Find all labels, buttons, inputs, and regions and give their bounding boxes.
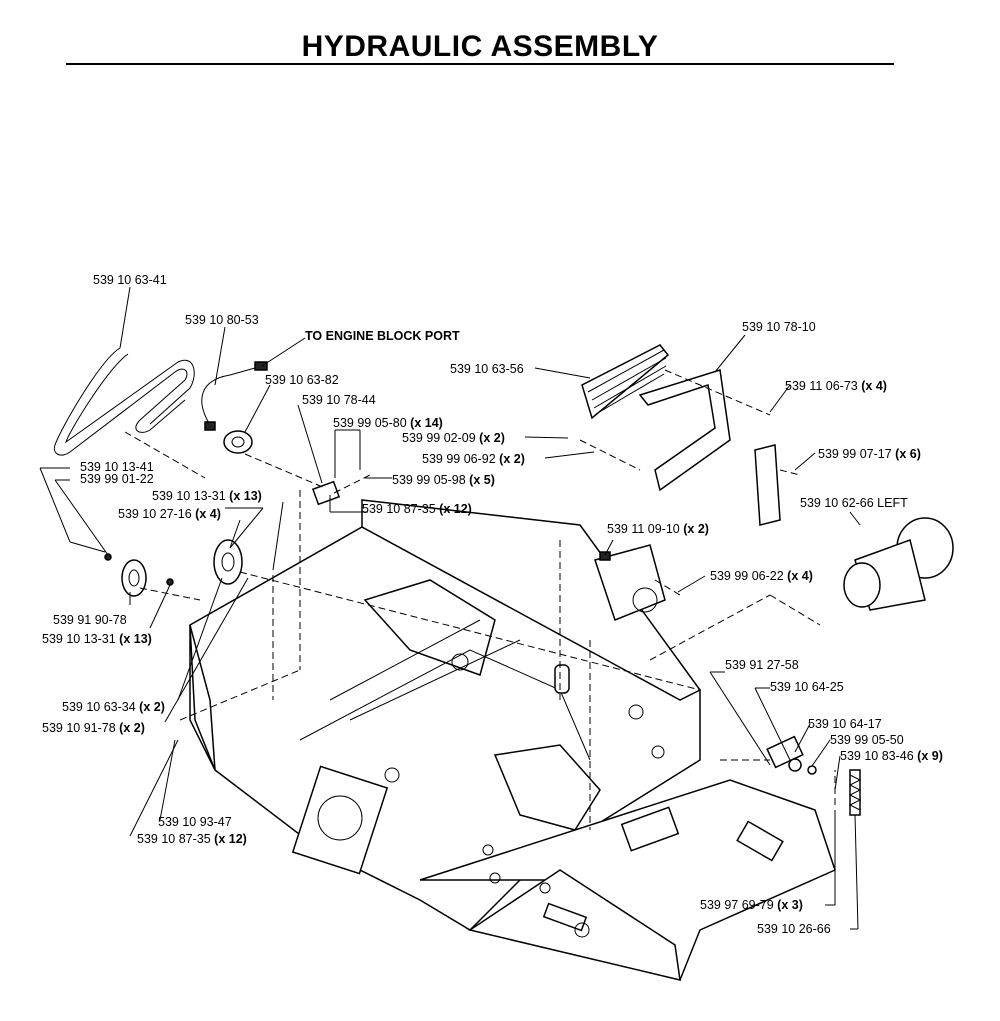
- callout-bolt-12b: 539 10 87-35 (x 12): [137, 832, 247, 846]
- wheel-motor: [843, 517, 954, 611]
- tension-spring: [848, 769, 862, 816]
- chassis-frame: [189, 499, 836, 982]
- callout-spring: 539 10 26-66: [757, 922, 831, 936]
- callout-screw-4b: 539 99 06-22 (x 4): [710, 569, 813, 583]
- hose-line: [201, 361, 268, 431]
- callout-pulley-2: 539 10 63-34 (x 2): [62, 700, 165, 714]
- callout-nut-6: 539 99 07-17 (x 6): [818, 447, 921, 461]
- filter-part: [223, 430, 253, 454]
- callout-filter: 539 10 63-82: [265, 373, 339, 387]
- callout-bolt-a: 539 10 13-41: [80, 460, 154, 474]
- callout-bolt-12: 539 10 87-35 (x 12): [362, 502, 472, 516]
- callout-washer-13b: 539 10 13-31 (x 13): [42, 632, 152, 646]
- callout-washer-13a: 539 10 13-31 (x 13): [152, 489, 262, 503]
- callout-washer-b: 539 99 05-50: [830, 733, 904, 747]
- callout-idler-pulley: 539 10 64-25: [770, 680, 844, 694]
- callout-idler-bushing: 539 10 64-17: [808, 717, 882, 731]
- callout-belt: 539 10 63-41: [93, 273, 167, 287]
- callout-hose: 539 10 80-53: [185, 313, 259, 327]
- page-title: HYDRAULIC ASSEMBLY: [301, 30, 659, 63]
- bracket-part: [311, 480, 341, 506]
- cooler-bracket: [638, 369, 781, 526]
- callout-fitting-2a: 539 99 02-09 (x 2): [402, 431, 505, 445]
- callout-fitting-2b: 539 99 06-92 (x 2): [422, 452, 525, 466]
- drive-belt: [53, 347, 195, 456]
- callout-pump: 539 11 09-10 (x 2): [607, 522, 709, 536]
- title-underline: [66, 63, 894, 65]
- callout-cooler-bracket: 539 10 78-10: [742, 320, 816, 334]
- leader-lines: [39, 286, 861, 930]
- dashed-assembly-lines: [124, 369, 836, 830]
- oil-cooler: [581, 344, 670, 420]
- callout-small-pulley: 539 91 90-78: [53, 613, 127, 627]
- idler-assembly: [766, 735, 817, 775]
- callout-pulley-4: 539 10 27-16 (x 4): [118, 507, 221, 521]
- callout-wheel-motor: 539 10 62-66 LEFT: [800, 496, 908, 510]
- callout-bolt-14: 539 99 05-80 (x 14): [333, 416, 443, 430]
- callout-washer-a: 539 99 01-22: [80, 472, 154, 486]
- engine-port-note: TO ENGINE BLOCK PORT: [305, 329, 460, 343]
- hydraulic-pump: [594, 544, 666, 621]
- callout-nut-5: 539 99 05-98 (x 5): [392, 473, 495, 487]
- pulley-assembly: [69, 539, 243, 597]
- callout-idler-arm: 539 91 27-58: [725, 658, 799, 672]
- callout-oil-cooler: 539 10 63-56: [450, 362, 524, 376]
- callout-screw-4: 539 11 06-73 (x 4): [785, 379, 887, 393]
- callout-spacer-2: 539 10 91-78 (x 2): [42, 721, 145, 735]
- callout-nut-9: 539 10 83-46 (x 9): [840, 749, 943, 763]
- callout-bolt-b: 539 10 93-47: [158, 815, 232, 829]
- callout-bracket: 539 10 78-44: [302, 393, 376, 407]
- callout-bolt-3: 539 97 69-79 (x 3): [700, 898, 803, 912]
